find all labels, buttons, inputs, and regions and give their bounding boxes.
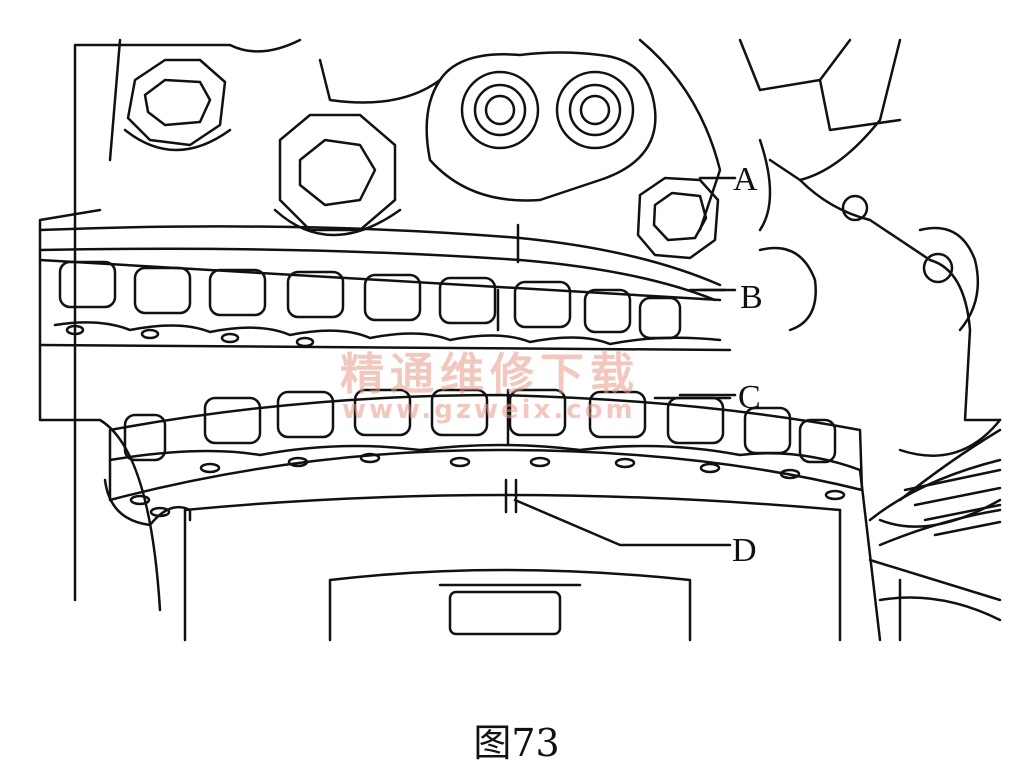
figure-caption: 图73 (473, 721, 560, 765)
camshaft-cap (425, 51, 657, 202)
watermark-title: 精通维修下载 (340, 349, 640, 400)
upper-chain (38, 258, 732, 352)
callout-label-a: A (733, 161, 758, 198)
callout-label-b: B (740, 279, 763, 316)
lower-chain (103, 388, 864, 527)
leader-d (513, 498, 732, 547)
bolt-right (636, 176, 720, 260)
bolt-left (123, 58, 232, 152)
watermark-url: www.gzweix.com (342, 395, 636, 425)
hand-illustration (868, 428, 1002, 622)
callout-label-c: C (738, 379, 761, 416)
bolt-center (273, 113, 402, 237)
timing-chain-illustration (38, 38, 1002, 642)
callout-label-d: D (732, 532, 757, 569)
crankshaft-sprocket (183, 478, 842, 642)
